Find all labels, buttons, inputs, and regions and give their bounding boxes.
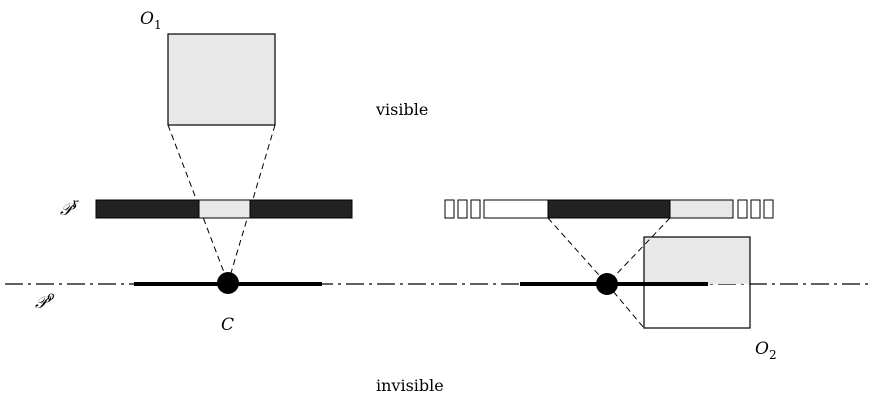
cell bbox=[457, 199, 468, 219]
projection-line-right-2 bbox=[606, 217, 671, 285]
object-o1-box bbox=[167, 33, 276, 126]
label-o2: O2 bbox=[755, 339, 777, 362]
cell bbox=[750, 199, 761, 219]
camera-point-right bbox=[596, 273, 618, 295]
right-bar-light-segment bbox=[669, 199, 734, 219]
label-invisible: invisible bbox=[376, 376, 444, 395]
label-visible: visible bbox=[375, 100, 428, 119]
label-plane-po: 𝒫o bbox=[35, 289, 55, 313]
cell bbox=[763, 199, 774, 219]
camera-c-point bbox=[217, 272, 239, 294]
cell bbox=[470, 199, 481, 219]
plane-pr-left-dark-segment bbox=[95, 199, 200, 219]
cell bbox=[444, 199, 455, 219]
plane-pr-right-dark-segment bbox=[249, 199, 353, 219]
object-o2-visible-part bbox=[644, 237, 750, 284]
plane-pr-left-visible-segment bbox=[198, 199, 251, 219]
label-camera-c: C bbox=[221, 315, 234, 335]
right-bar-white-segment bbox=[483, 199, 549, 219]
label-plane-pr: 𝒫r bbox=[60, 196, 79, 220]
label-o1: O1 bbox=[140, 9, 162, 32]
projection-line-right-1 bbox=[547, 217, 608, 285]
cell bbox=[737, 199, 748, 219]
right-bar-dark-segment bbox=[547, 199, 671, 219]
